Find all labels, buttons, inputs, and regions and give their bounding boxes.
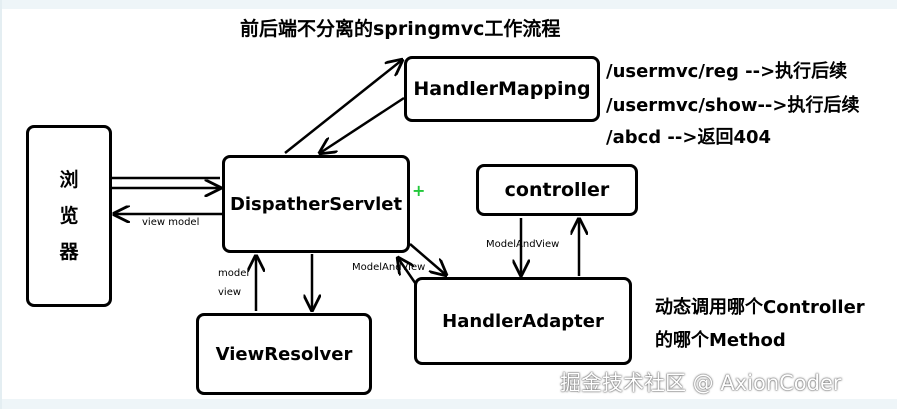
- adapter-note-line-2: 的哪个Method: [655, 330, 786, 351]
- frame-left-strip: [0, 0, 2, 409]
- mapping-note-line-3: /abcd -->返回404: [606, 127, 772, 148]
- browser-node: 浏 览 器: [26, 125, 112, 307]
- edge-label-model: model: [218, 268, 250, 279]
- browser-label-char-2: 览: [59, 205, 79, 227]
- view-resolver-node: ViewResolver: [196, 313, 372, 395]
- handler-mapping-node: HandlerMapping: [404, 56, 600, 122]
- mapping-note-line-2: /usermvc/show-->执行后续: [606, 95, 860, 116]
- dispatcher-servlet-label: DispatherServlet: [229, 193, 403, 215]
- browser-label-char-3: 器: [59, 241, 79, 263]
- adapter-note-line-1: 动态调用哪个Controller: [655, 297, 865, 318]
- frame-bottom-strip: [0, 399, 897, 409]
- watermark: 掘金技术社区 @ AxionCoder: [560, 371, 842, 395]
- diagram-title: 前后端不分离的springmvc工作流程: [240, 18, 561, 40]
- frame-top-strip: [0, 0, 897, 9]
- edge-label-modelandview-controller: ModelAndView: [486, 239, 560, 250]
- dispatcher-to-mapping-arrow: [284, 60, 402, 154]
- dispatcher-servlet-node: DispatherServlet: [222, 155, 410, 253]
- mapping-note-line-1: /usermvc/reg -->执行后续: [606, 61, 848, 82]
- controller-label: controller: [504, 179, 610, 201]
- handler-adapter-node: HandlerAdapter: [414, 277, 632, 365]
- edge-label-modelandview-dispatcher: ModelAndView: [352, 262, 426, 273]
- edge-label-view: view: [218, 287, 242, 298]
- handler-mapping-label: HandlerMapping: [413, 78, 591, 100]
- edge-label-view-model: view model: [142, 217, 200, 228]
- view-resolver-label: ViewResolver: [215, 343, 353, 365]
- browser-label-char-1: 浏: [59, 169, 79, 191]
- controller-node: controller: [476, 164, 638, 216]
- cursor-crosshair-icon: +: [412, 181, 426, 200]
- mapping-to-dispatcher-arrow: [320, 96, 405, 153]
- dispatcher-to-adapter-arrow: [409, 243, 446, 275]
- handler-adapter-label: HandlerAdapter: [442, 310, 604, 332]
